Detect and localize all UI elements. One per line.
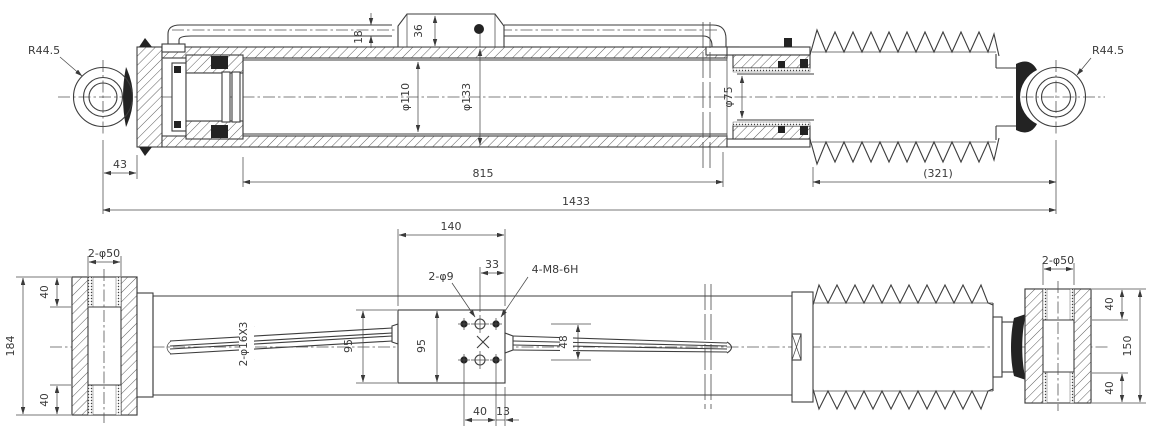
dim-through-holes: 2-φ9 (428, 270, 453, 283)
dim-bush-bore-left: 2-φ50 (88, 247, 120, 260)
dim-threaded-holes: 4-M8-6H (532, 263, 579, 276)
mounting-plate (397, 309, 514, 384)
dim-pipes-spec: 2-φ16X3 (238, 322, 250, 367)
dim-eye-offset: 43 (113, 158, 127, 171)
weld-mark-top (139, 38, 152, 47)
dim-bush-depth-bottom-right: 40 (1104, 381, 1116, 394)
bottom-view: 2-φ50 40 40 184 2-φ16X3 140 33 2-φ9 (4, 220, 1146, 426)
dim-total-length: 1433 (562, 195, 590, 208)
threaded-hole (490, 354, 502, 366)
pipe-ferrule-left (391, 323, 399, 345)
dim-outer-tube-dia: φ133 (460, 83, 473, 111)
through-hole (471, 315, 489, 333)
rubber-bushing (1011, 314, 1026, 380)
leader-threaded-holes (500, 276, 529, 318)
bleed-screw (784, 38, 792, 47)
dim-hole-edge-offset: 33 (485, 258, 499, 271)
center-mark (476, 335, 490, 349)
dim-block-height: 36 (413, 24, 425, 38)
pipes-right (512, 335, 733, 354)
dim-inner-tube-dia: φ110 (399, 83, 412, 111)
bellows-bottom-view (812, 283, 1015, 411)
through-hole (471, 351, 489, 369)
dim-flange-height: 95 (342, 339, 355, 353)
dim-rod-dia: φ75 (722, 86, 735, 107)
leader-radius-right (1076, 57, 1092, 76)
cylinder-body (152, 295, 792, 396)
port-hole (474, 24, 484, 34)
threaded-hole (458, 318, 470, 330)
dim-hole-edge-margin: 13 (496, 405, 510, 418)
dim-mount-height-right: 150 (1121, 336, 1134, 357)
piston-rod (737, 54, 1016, 140)
dim-pipe-od: 18 (353, 30, 365, 43)
dim-boot-length: (321) (923, 167, 953, 180)
pipe-ferrule-right (504, 332, 514, 354)
dim-radius-left: R44.5 (28, 44, 60, 57)
pipe-fitting-left (161, 43, 186, 53)
threaded-hole (490, 318, 502, 330)
pipes-left (166, 323, 399, 355)
dim-bush-depth-top-left: 40 (39, 285, 51, 298)
top-view: R44.5 R44.5 18 36 φ110 φ133 φ75 43 815 (28, 13, 1124, 214)
top-view-dimensions: R44.5 R44.5 18 36 φ110 φ133 φ75 43 815 (28, 13, 1124, 214)
dim-bush-bore-right: 2-φ50 (1042, 254, 1074, 267)
weld-mark-bottom (139, 147, 152, 156)
left-collar (136, 292, 154, 398)
bottom-view-dimensions: 2-φ50 40 40 184 2-φ16X3 140 33 2-φ9 (4, 220, 1146, 426)
leader-radius-left (59, 56, 83, 77)
top-port-block (397, 13, 505, 48)
clamp-block (791, 333, 802, 361)
dim-radius-right: R44.5 (1092, 44, 1124, 57)
dim-hole-row-spacing: 48 (558, 335, 570, 348)
dim-plate-width: 140 (441, 220, 462, 233)
threaded-hole (458, 354, 470, 366)
right-mount (1024, 281, 1092, 411)
left-end-cap (136, 38, 163, 156)
bellows (809, 28, 1000, 166)
right-bushing-edge (1016, 61, 1037, 133)
rod-gland (726, 38, 811, 148)
left-bushing-edge (123, 67, 133, 127)
dim-mount-height-left: 184 (4, 336, 17, 357)
base-valve-assembly (171, 54, 244, 140)
left-mount (71, 269, 138, 423)
dim-body-length: 815 (473, 167, 494, 180)
dim-bush-depth-bottom-left: 40 (39, 393, 51, 406)
leader-through-holes (451, 282, 476, 318)
left-eye-ring (72, 60, 134, 134)
dim-bush-depth-top-right: 40 (1104, 297, 1116, 310)
dim-plate-height: 95 (415, 339, 428, 353)
right-eye-ring (1016, 60, 1087, 134)
dim-hole-col-spacing: 40 (473, 405, 487, 418)
